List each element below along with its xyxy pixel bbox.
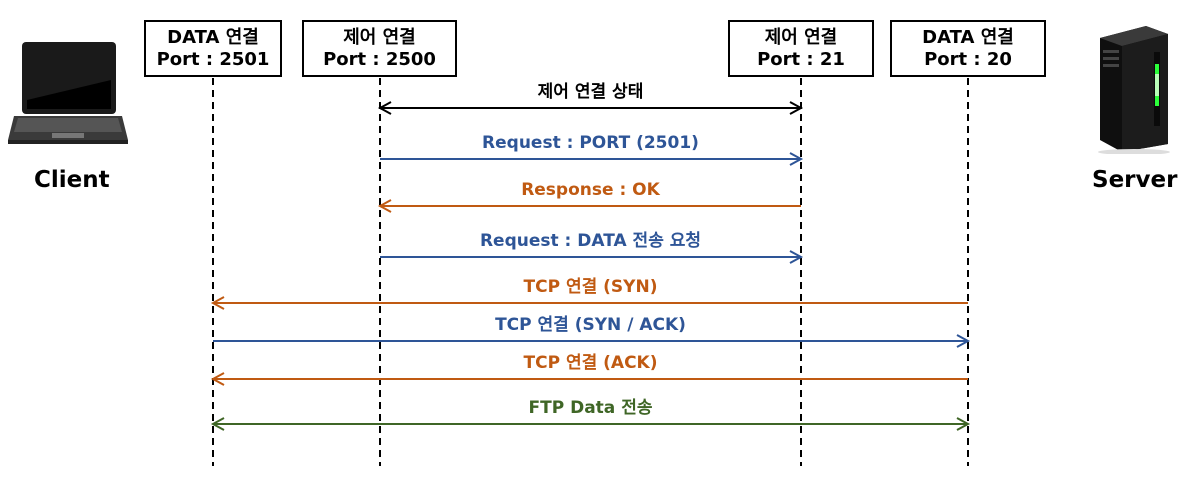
server-data-box-port: Port : 20 xyxy=(924,49,1012,70)
message-label-2: Response : OK xyxy=(521,180,660,200)
client-ctrl-box-title: 제어 연결 xyxy=(343,27,416,48)
arrowhead-6 xyxy=(210,372,225,386)
server-icon xyxy=(1098,26,1170,154)
message-arrow-0: 제어 연결 상태 xyxy=(377,82,804,115)
message-arrow-2: Response : OK xyxy=(377,180,801,213)
client-ctrl-port-box: 제어 연결 Port : 2500 xyxy=(302,20,457,77)
client-data-port-box: DATA 연결 Port : 2501 xyxy=(144,20,282,77)
arrowhead-start-0 xyxy=(377,101,392,115)
arrowhead-1 xyxy=(789,152,804,166)
client-label: Client xyxy=(34,167,110,193)
message-arrow-1: Request : PORT (2501) xyxy=(380,133,804,166)
message-arrow-4: TCP 연결 (SYN) xyxy=(210,277,968,310)
client-data-box-title: DATA 연결 xyxy=(167,27,259,48)
arrowhead-start-7 xyxy=(210,417,225,431)
message-arrow-6: TCP 연결 (ACK) xyxy=(210,353,968,386)
server-data-port-box: DATA 연결 Port : 20 xyxy=(890,20,1046,77)
message-label-3: Request : DATA 전송 요청 xyxy=(480,230,701,251)
laptop-icon xyxy=(8,42,128,144)
message-label-1: Request : PORT (2501) xyxy=(482,133,699,153)
server-data-box-title: DATA 연결 xyxy=(922,27,1014,48)
client-data-box-port: Port : 2501 xyxy=(156,49,270,70)
server-ctrl-box-port: Port : 21 xyxy=(757,49,845,70)
message-label-7: FTP Data 전송 xyxy=(529,398,653,418)
message-arrow-7: FTP Data 전송 xyxy=(210,398,971,431)
server-ctrl-port-box: 제어 연결 Port : 21 xyxy=(728,20,874,77)
message-label-5: TCP 연결 (SYN / ACK) xyxy=(495,315,686,335)
server-ctrl-box-title: 제어 연결 xyxy=(764,27,838,48)
message-label-4: TCP 연결 (SYN) xyxy=(524,277,658,297)
arrowhead-3 xyxy=(789,250,804,264)
message-arrow-3: Request : DATA 전송 요청 xyxy=(380,230,804,264)
message-label-6: TCP 연결 (ACK) xyxy=(524,353,658,373)
message-label-0: 제어 연결 상태 xyxy=(538,82,644,102)
message-arrow-5: TCP 연결 (SYN / ACK) xyxy=(213,315,971,348)
arrowhead-5 xyxy=(956,334,971,348)
server-label: Server xyxy=(1092,167,1178,193)
arrowhead-7 xyxy=(956,417,971,431)
client-ctrl-box-port: Port : 2500 xyxy=(323,49,436,70)
arrowhead-4 xyxy=(210,296,225,310)
arrowhead-0 xyxy=(789,101,804,115)
arrowhead-2 xyxy=(377,199,392,213)
